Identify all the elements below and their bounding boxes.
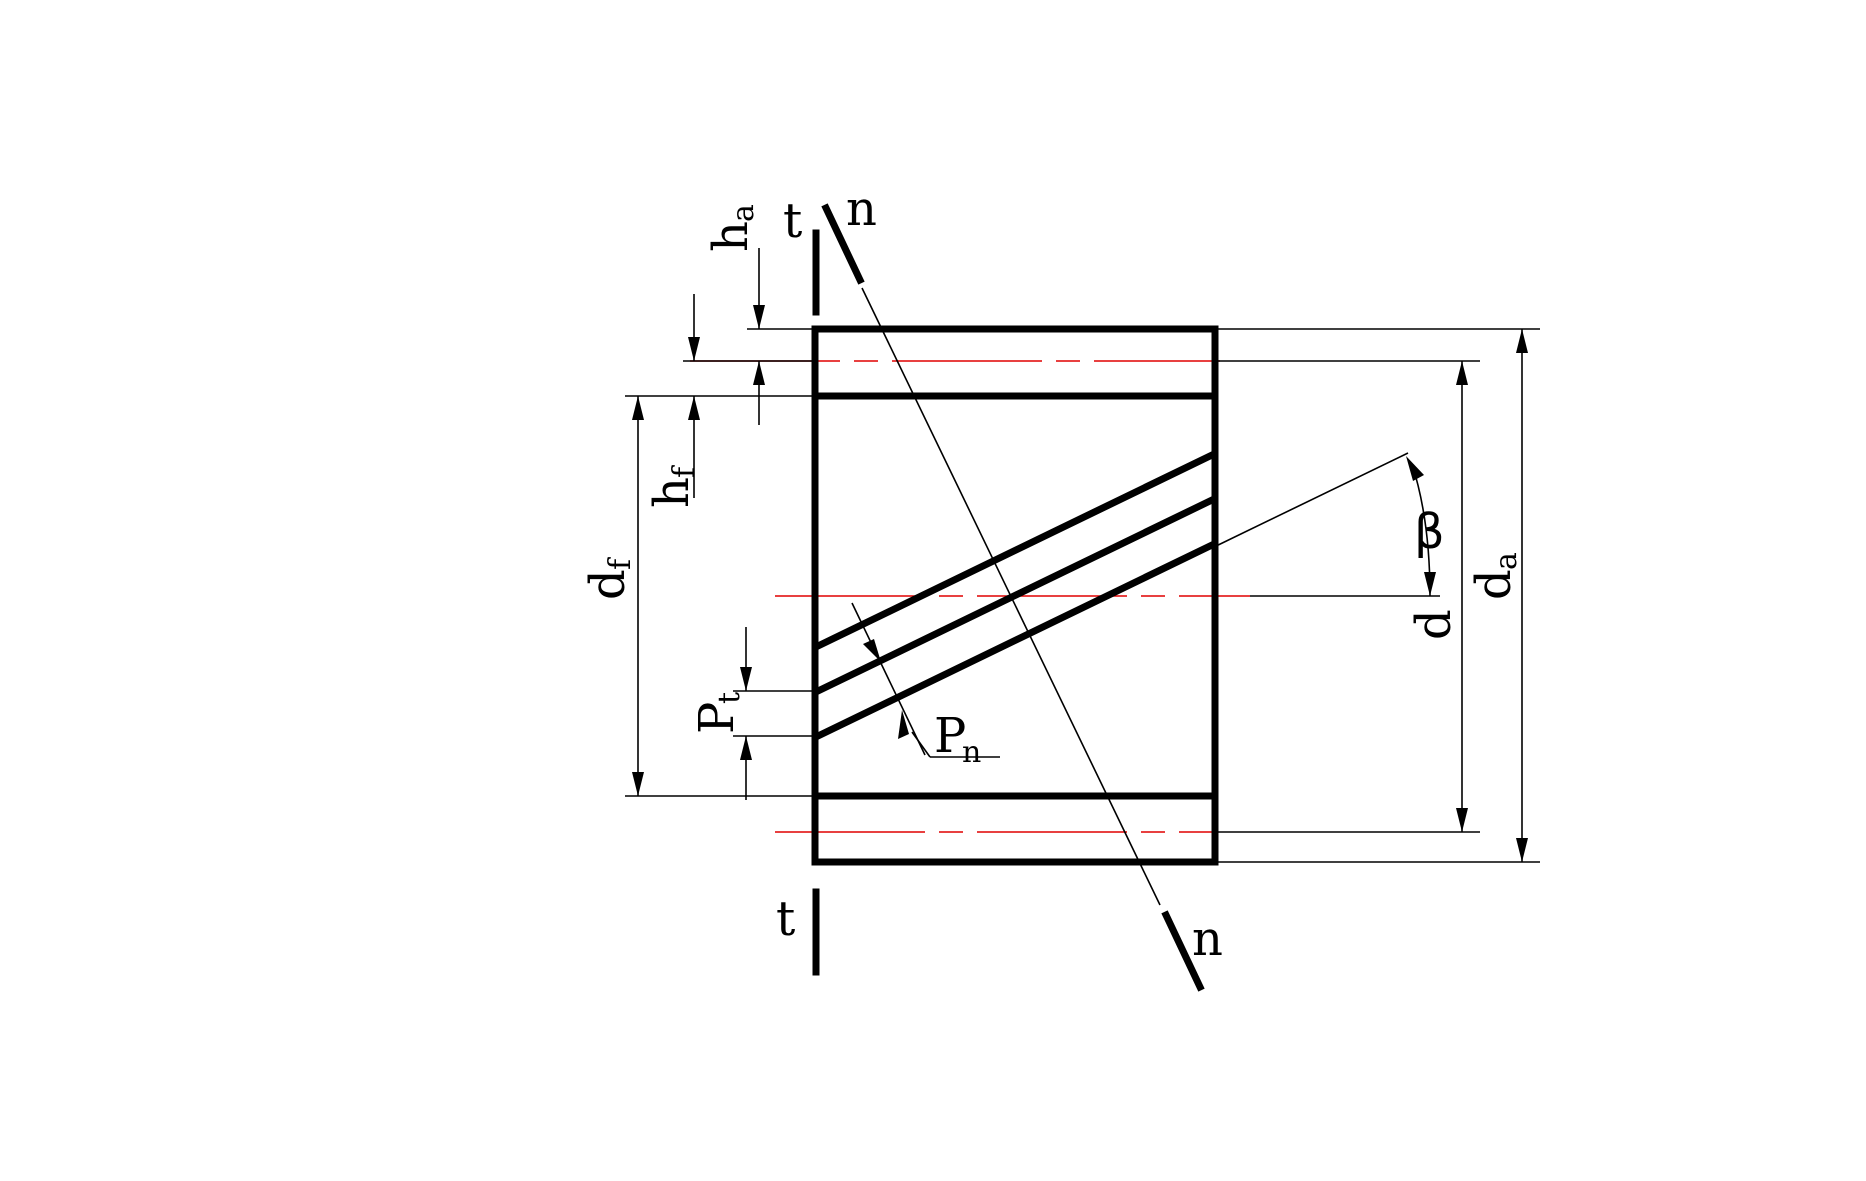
ha-arrow-up	[753, 361, 765, 385]
df-arrow-bottom	[632, 772, 644, 796]
section-line-n-top	[821, 203, 865, 285]
label-n-top: n	[846, 181, 877, 237]
section-line-n-bottom	[1161, 910, 1205, 992]
d-arrow-top	[1456, 361, 1468, 385]
pn-leader	[911, 731, 931, 758]
label-d: d	[1406, 609, 1462, 640]
label-t-bottom: t	[776, 891, 795, 947]
label-pt: P t	[689, 692, 747, 734]
da-arrow-bottom	[1516, 838, 1528, 862]
label-da-sub: a	[1489, 552, 1524, 570]
label-pn-main: P	[934, 708, 966, 764]
label-da: d a	[1466, 552, 1524, 600]
label-pt-sub: t	[712, 692, 747, 704]
label-ha-main: h	[703, 221, 759, 252]
pt-arrow-up	[740, 736, 752, 760]
hf-arrow-down	[688, 337, 700, 361]
label-pn-sub: n	[962, 735, 981, 770]
df-arrow-top	[632, 396, 644, 420]
label-da-main: d	[1466, 569, 1522, 600]
pt-arrow-down	[740, 667, 752, 691]
hf-arrow-up	[688, 396, 700, 420]
helix-line-1	[813, 450, 1217, 651]
label-beta: β	[1414, 504, 1445, 560]
gear-outline	[811, 325, 1219, 866]
label-t-top: t	[783, 193, 802, 249]
label-hf: h f	[644, 465, 702, 508]
label-ha-sub: a	[726, 204, 761, 222]
helix-line-2	[813, 495, 1217, 696]
label-n-bottom: n	[1192, 911, 1223, 967]
beta-ref-line	[1211, 452, 1409, 549]
label-ha: h a	[703, 204, 761, 252]
label-pt-main: P	[689, 702, 745, 734]
normal-section-axis	[861, 287, 1161, 906]
beta-arrow-bottom	[1424, 572, 1436, 596]
label-df-sub: f	[603, 557, 638, 570]
label-hf-sub: f	[667, 465, 702, 478]
da-arrow-top	[1516, 329, 1528, 353]
beta-arrow-top	[1406, 456, 1424, 481]
label-d-main: d	[1406, 609, 1462, 640]
pn-arrow-1	[863, 639, 881, 662]
label-hf-main: h	[644, 477, 700, 508]
pn-dim-line	[851, 602, 926, 756]
ha-arrow-down	[753, 305, 765, 329]
label-df-main: d	[580, 569, 636, 600]
pn-arrow-2	[898, 710, 909, 739]
label-df: d f	[580, 557, 638, 600]
d-arrow-bottom	[1456, 808, 1468, 832]
helix-line-3	[813, 540, 1217, 741]
